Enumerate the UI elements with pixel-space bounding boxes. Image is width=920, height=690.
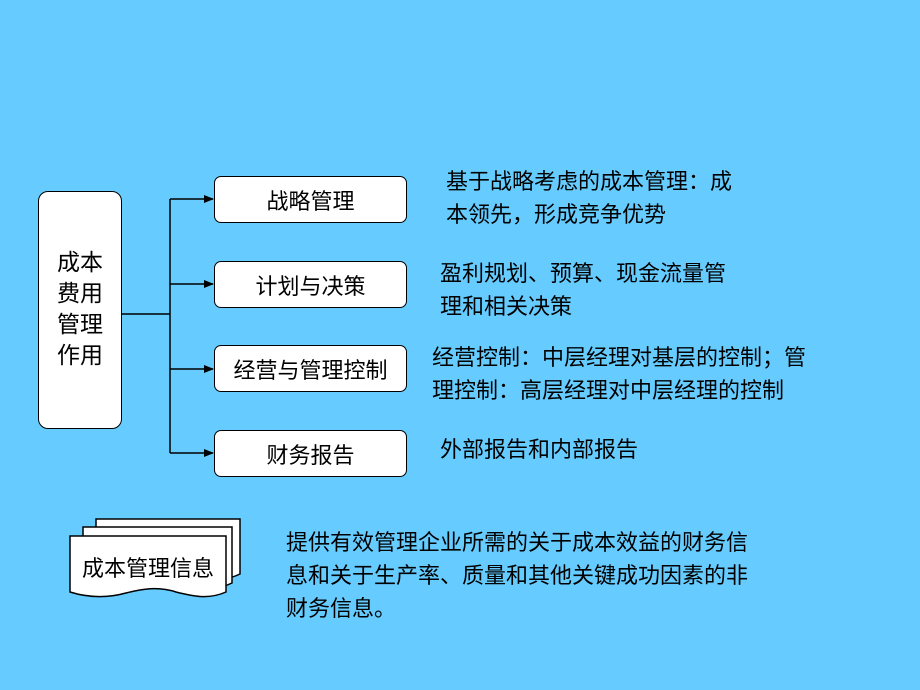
info-line-2: 息和关于生产率、质量和其他关键成功因素的非 [286, 564, 749, 589]
desc-strategy: 基于战略考虑的成本管理：成 本领先，形成竞争优势 [446, 166, 732, 232]
desc-planning-line-1: 盈利规划、预算、现金流量管 [440, 262, 727, 287]
desc-strategy-line-2: 本领先，形成竞争优势 [446, 203, 667, 228]
desc-control-line-1: 经营控制：中层经理对基层的控制；管 [432, 346, 807, 371]
desc-strategy-line-1: 基于战略考虑的成本管理：成 [446, 170, 733, 195]
node-control: 经营与管理控制 [214, 345, 407, 392]
node-reporting: 财务报告 [214, 430, 407, 477]
info-description: 提供有效管理企业所需的关于成本效益的财务信 息和关于生产率、质量和其他关键成功因… [286, 527, 748, 626]
root-label: 成本费用管理作用 [57, 250, 103, 369]
desc-control-line-2: 理控制：高层经理对中层经理的控制 [432, 379, 785, 404]
desc-control: 经营控制：中层经理对基层的控制；管 理控制：高层经理对中层经理的控制 [432, 342, 806, 408]
doc-label: 成本管理信息 [81, 557, 214, 582]
node-strategy: 战略管理 [214, 176, 407, 223]
info-line-3: 财务信息。 [286, 597, 397, 622]
desc-reporting: 外部报告和内部报告 [440, 434, 638, 467]
info-line-1: 提供有效管理企业所需的关于成本效益的财务信 [286, 531, 749, 556]
root-node: 成本费用管理作用 [38, 191, 122, 429]
desc-reporting-line-1: 外部报告和内部报告 [440, 438, 639, 463]
desc-planning-line-2: 理和相关决策 [440, 295, 573, 320]
node-planning: 计划与决策 [214, 261, 407, 308]
desc-planning: 盈利规划、预算、现金流量管 理和相关决策 [440, 258, 726, 324]
